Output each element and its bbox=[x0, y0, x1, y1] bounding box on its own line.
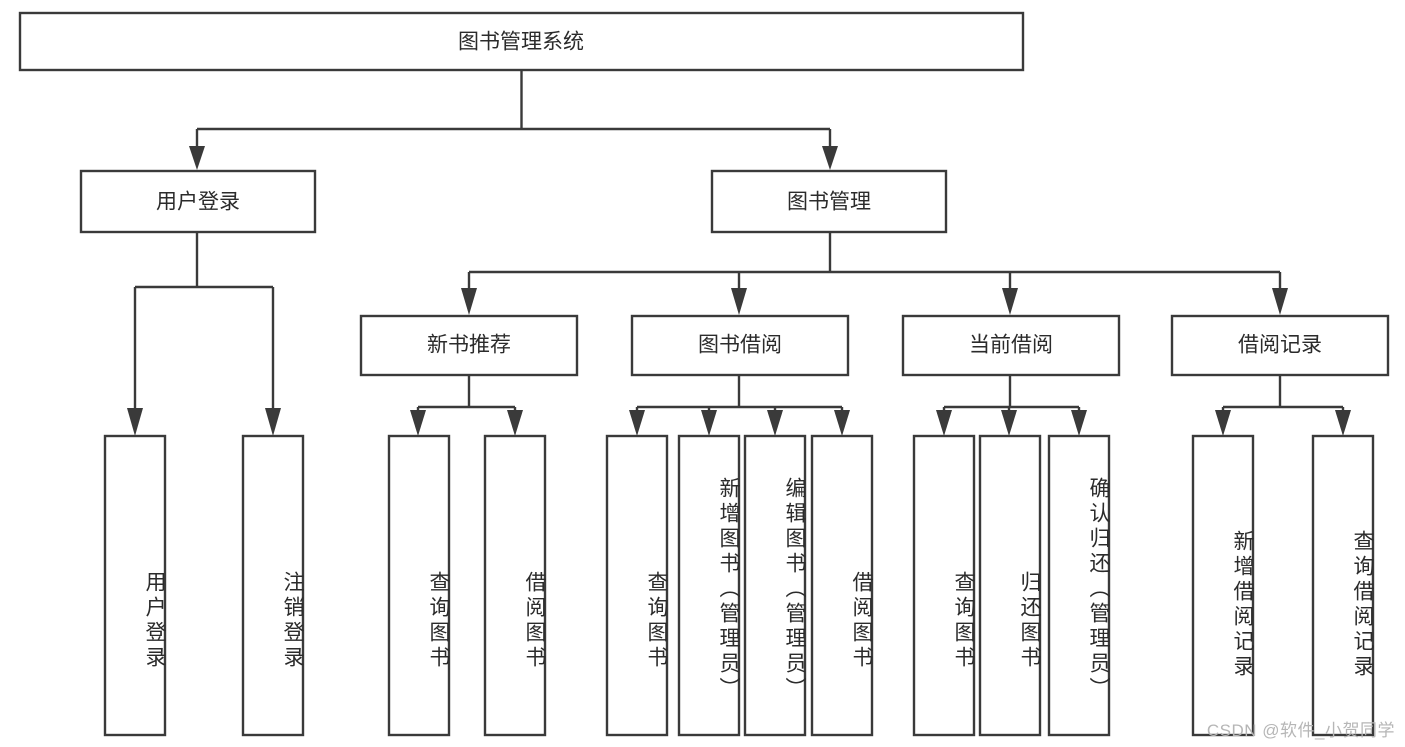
connector-group-user-login bbox=[127, 232, 281, 436]
leaf-box-new-book-1[interactable] bbox=[387, 434, 451, 737]
arrow-bookborrow-leaf-1-icon bbox=[629, 410, 645, 436]
arrow-bookborrow-leaf-2-icon bbox=[701, 410, 717, 436]
node-borrow-record-label: 借阅记录 bbox=[1238, 334, 1322, 357]
arrow-newbook-leaf-2-icon bbox=[507, 410, 523, 436]
watermark-text: CSDN @软件_小贺同学 bbox=[1206, 721, 1395, 740]
arrow-root-to-login-icon bbox=[189, 146, 205, 170]
leaf-box-book-borrow-2[interactable] bbox=[677, 434, 741, 737]
leaf-box-borrow-record-2[interactable] bbox=[1311, 434, 1375, 737]
node-user-login-box[interactable] bbox=[79, 169, 317, 234]
arrow-bookmgmt-child-4-icon bbox=[1272, 288, 1288, 315]
leaf-boxes-current-borrow bbox=[912, 434, 1111, 737]
node-book-borrow-box[interactable] bbox=[630, 314, 850, 377]
leaf-box-current-borrow-2[interactable] bbox=[978, 434, 1042, 737]
leaf-boxes-book-borrow bbox=[605, 434, 874, 737]
leaf-box-book-borrow-4[interactable] bbox=[810, 434, 874, 737]
arrow-borrowrecord-leaf-1-icon bbox=[1215, 410, 1231, 436]
node-book-management-box[interactable] bbox=[710, 169, 948, 234]
arrow-bookmgmt-child-2-icon bbox=[731, 288, 747, 315]
leaf-box-user-login-1[interactable] bbox=[103, 434, 167, 737]
node-user-login-label: 用户登录 bbox=[156, 191, 240, 214]
leaf-box-book-borrow-1[interactable] bbox=[605, 434, 669, 737]
leaf-box-borrow-record-1[interactable] bbox=[1191, 434, 1255, 737]
connector-group-borrow-record bbox=[1215, 375, 1351, 436]
connector-group-book-mgmt bbox=[461, 232, 1288, 315]
node-new-book-recommend-label: 新书推荐 bbox=[427, 334, 511, 357]
arrow-root-to-bookmgmt-icon bbox=[822, 146, 838, 170]
leaf-boxes-user-login bbox=[103, 434, 305, 737]
node-book-borrow-label: 图书借阅 bbox=[698, 334, 782, 357]
arrow-login-leaf-1-icon bbox=[127, 408, 143, 436]
arrow-currentborrow-leaf-2-icon bbox=[1001, 410, 1017, 436]
arrow-bookmgmt-child-3-icon bbox=[1002, 288, 1018, 315]
connector-group-new-book bbox=[410, 375, 523, 436]
arrow-borrowrecord-leaf-2-icon bbox=[1335, 410, 1351, 436]
arrow-newbook-leaf-1-icon bbox=[410, 410, 426, 436]
node-root-label: 图书管理系统 bbox=[458, 31, 584, 54]
arrow-bookborrow-leaf-3-icon bbox=[767, 410, 783, 436]
node-book-management-label: 图书管理 bbox=[787, 191, 871, 214]
arrow-bookmgmt-child-1-icon bbox=[461, 288, 477, 315]
leaf-box-current-borrow-3[interactable] bbox=[1047, 434, 1111, 737]
leaf-box-book-borrow-3[interactable] bbox=[743, 434, 807, 737]
leaf-box-current-borrow-1[interactable] bbox=[912, 434, 976, 737]
leaf-box-user-login-2[interactable] bbox=[241, 434, 305, 737]
node-current-borrow-box[interactable] bbox=[901, 314, 1121, 377]
node-root-box[interactable] bbox=[18, 11, 1025, 72]
connector-group-book-borrow bbox=[629, 375, 850, 436]
node-current-borrow-label: 当前借阅 bbox=[969, 334, 1053, 357]
leaf-box-new-book-2[interactable] bbox=[483, 434, 547, 737]
leaf-boxes-new-book-recommend bbox=[387, 434, 547, 737]
connector-group-current-borrow bbox=[936, 375, 1087, 436]
node-new-book-recommend-box[interactable] bbox=[359, 314, 579, 377]
arrow-login-leaf-2-icon bbox=[265, 408, 281, 436]
leaf-boxes-borrow-record bbox=[1191, 434, 1375, 737]
arrow-currentborrow-leaf-3-icon bbox=[1071, 410, 1087, 436]
arrow-currentborrow-leaf-1-icon bbox=[936, 410, 952, 436]
arrow-bookborrow-leaf-4-icon bbox=[834, 410, 850, 436]
node-borrow-record-box[interactable] bbox=[1170, 314, 1390, 377]
connector-group-root bbox=[189, 70, 838, 170]
